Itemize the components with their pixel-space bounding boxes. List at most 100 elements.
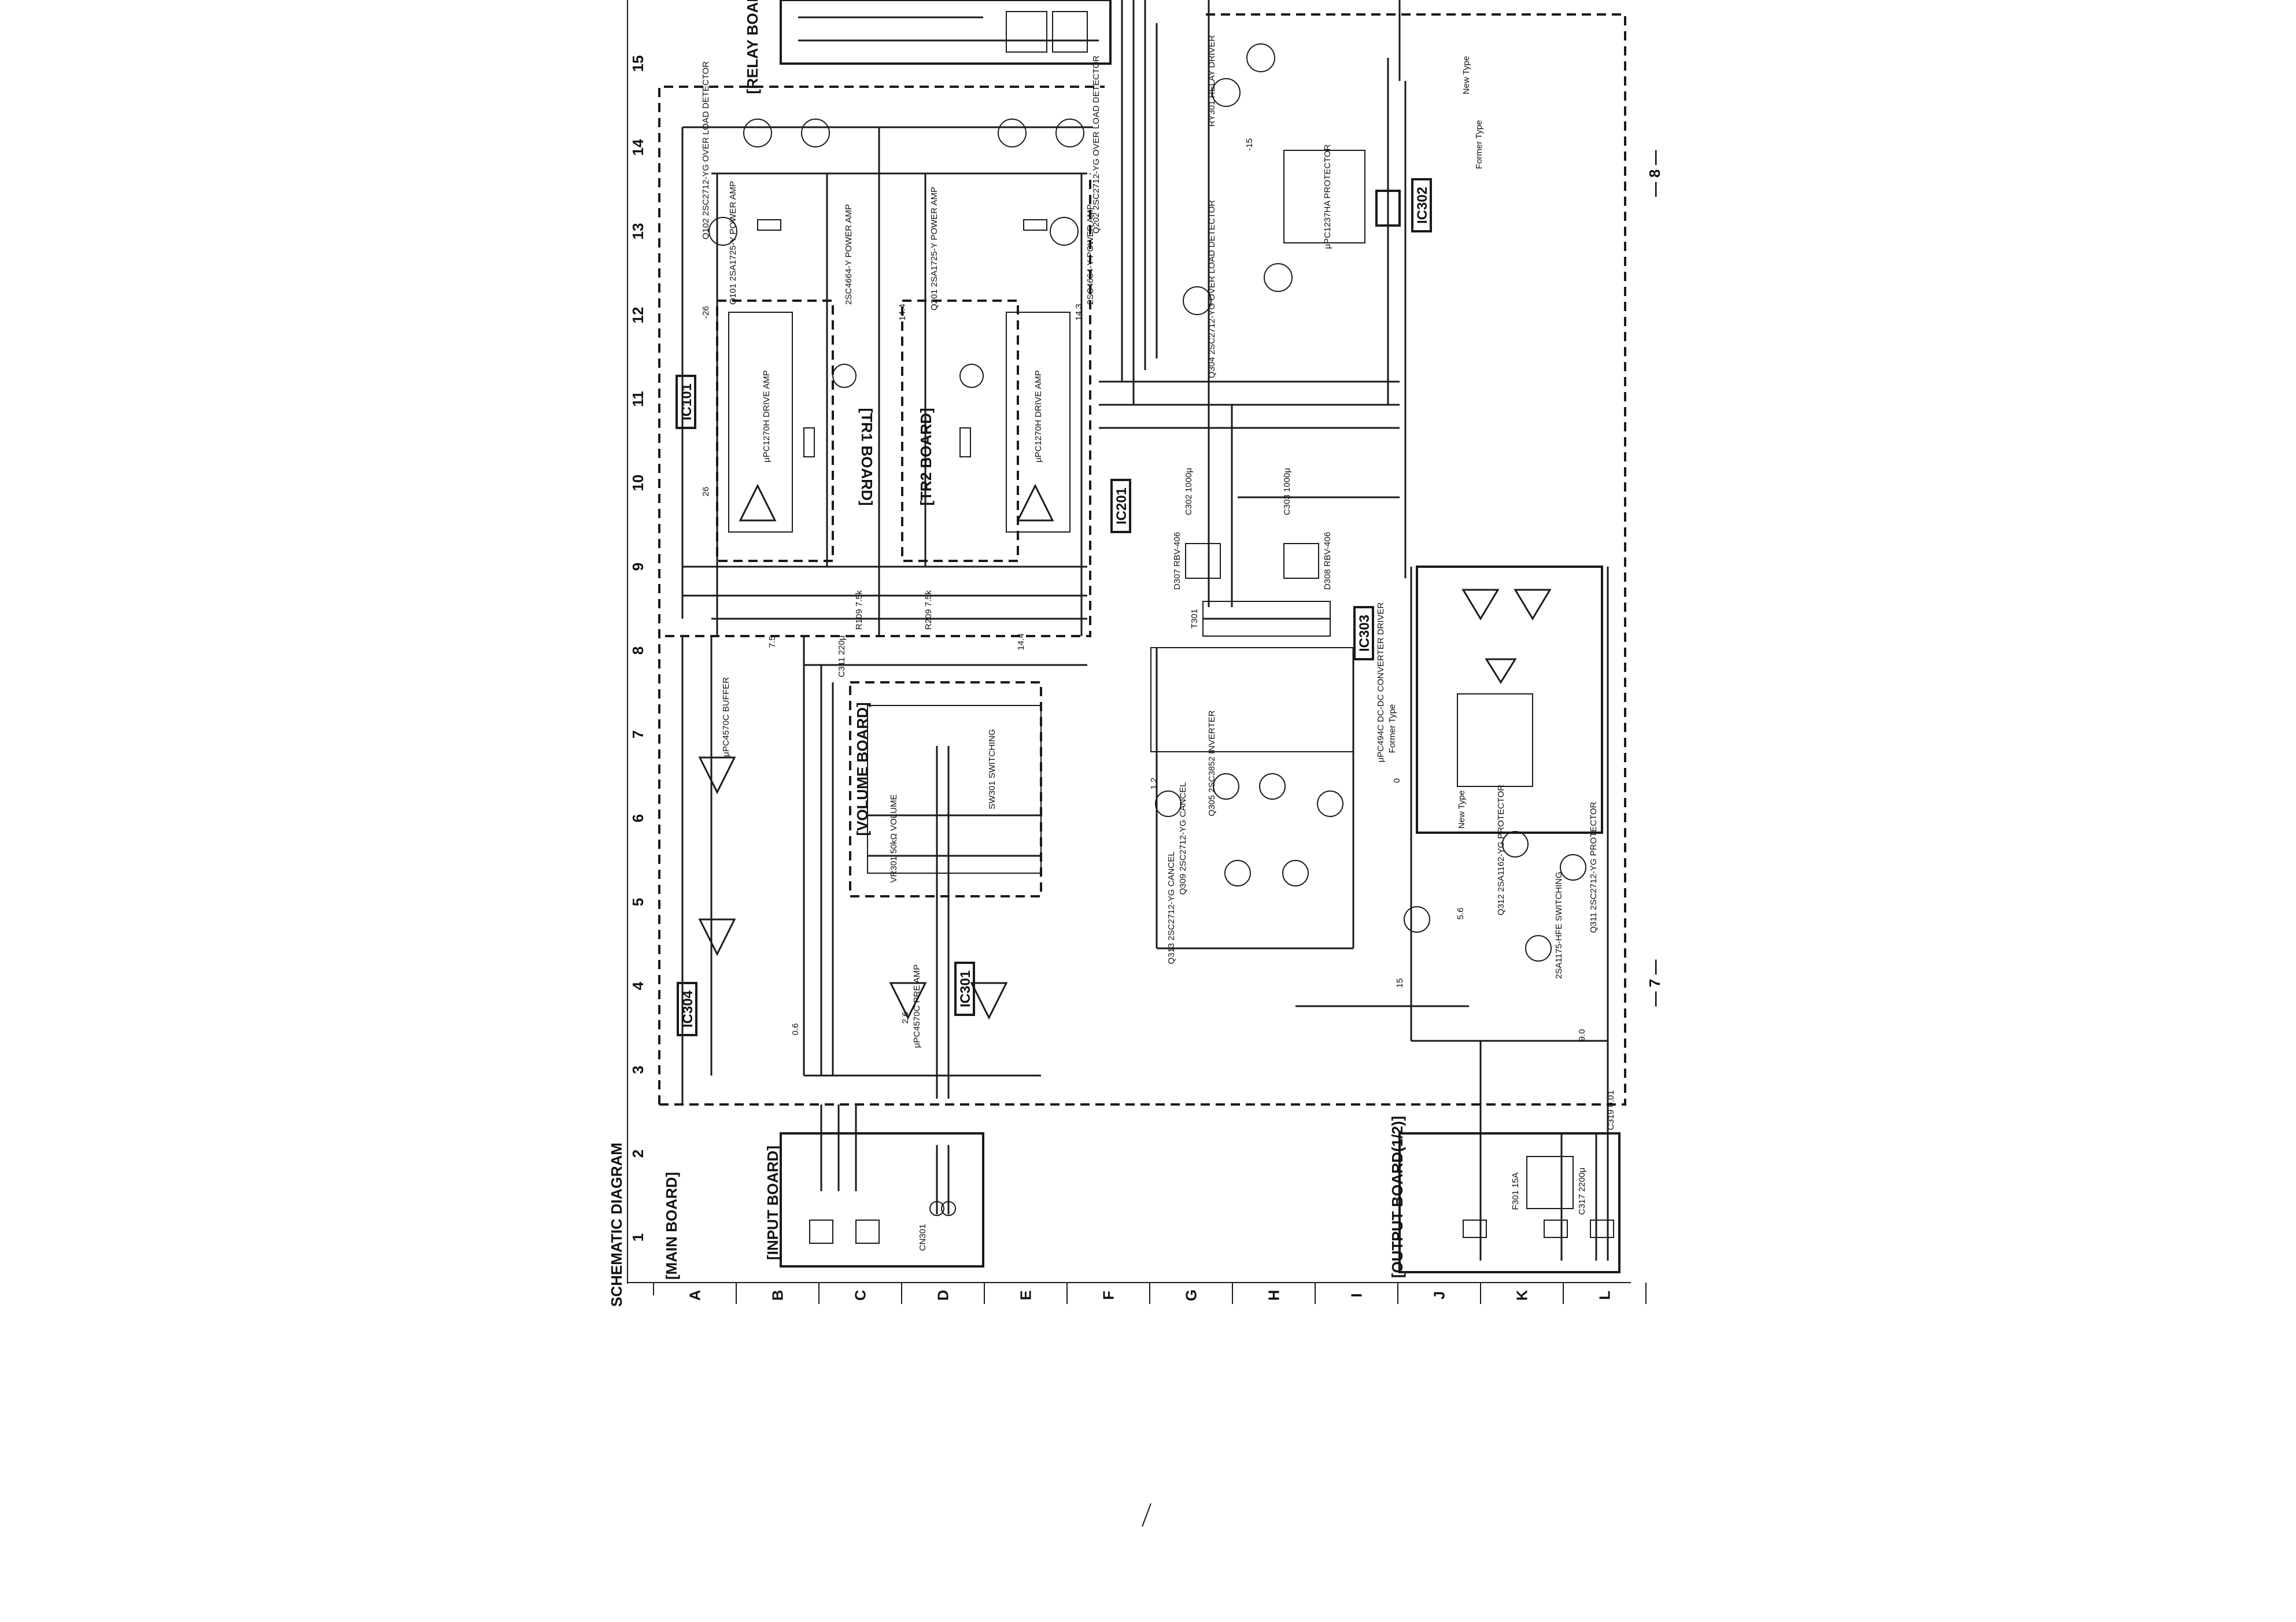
ic302-desc: μPC1237HA PROTECTOR [1323,144,1332,249]
input-board-block [780,1104,984,1268]
voltage-label: 15 [1395,978,1405,988]
relay-board-block [780,0,1112,65]
voltage-label: 14.4 [898,304,907,320]
former-type-note: Former Type [1474,120,1484,169]
column-label: K [1514,1290,1531,1300]
ic301-label: IC301 [958,970,973,1007]
stray-mark [1142,1503,1151,1527]
voltage-label: -15 [1245,138,1254,151]
row-label: 9 [629,563,647,571]
column-label: F [1100,1291,1117,1300]
cn301-label: CN301 [918,1224,928,1251]
voltage-label: 26 [701,487,711,497]
q312-label: Q312 2SA1162-YG PROTECTOR [1496,785,1506,915]
r209-label: R209 7.5k [924,590,933,630]
tr2-board-label: [TR2 BOARD] [917,408,935,506]
q101-label: Q101 2SA1725-Y POWER AMP [728,181,738,305]
voltage-labels: -26 26 14.4 14.3 14.4 7.5 -15 15 9.0 1.2 0 5.6 2.6 0.… [701,138,1587,1041]
voltage-label: -26 [701,306,711,319]
tr1-board-label: [TR1 BOARD] [858,408,876,506]
former-type-note-2: Former Type [1387,704,1397,753]
column-label: D [935,1290,952,1301]
relay-board-label: [RELAY BOARD] [744,0,761,94]
t301-label: T301 [1190,609,1199,629]
power-supply-section [1099,0,1609,1261]
q206-label: 2SC4664-Y POWER AMP [1086,204,1095,305]
q106-label: 2SC4664-Y POWER AMP [844,204,854,305]
vr301-label: VR301 50kΩ VOLUME [889,795,899,883]
c319-label: C319 0.01 [1606,1090,1616,1130]
q202-label: Q202 2SC2712-YG OVER LOAD DETECTOR [1091,56,1101,234]
voltage-label: 14.3 [1074,304,1084,320]
f301-label: F301 15A [1511,1172,1520,1210]
row-label: 2 [629,1150,647,1158]
q305-label: Q305 2SC3852 INVERTER [1207,710,1217,816]
d308-label: D308 RBV-406 [1323,532,1332,590]
ic303-label: IC303 [1357,615,1372,652]
ic303-desc: μPC494C DC-DC CONVERTER DRIVER [1376,602,1386,762]
c302-label: C302 1000μ [1184,468,1194,515]
page-number-7: — 7 — [1646,960,1663,1007]
row-label: 5 [629,898,647,906]
diagram-title: SCHEMATIC DIAGRAM [608,1143,625,1307]
component-labels: Q102 2SC2712-YG OVER LOAD DETECTOR Q202 … [701,35,1616,1251]
relay-driver-label: RY301 RELAY DRIVER [1207,35,1217,127]
q306-label: 2SA1175-HFE SWITCHING [1554,871,1564,979]
row-label: 6 [629,814,647,822]
preamp-section [681,636,1087,1104]
c303-label: C303 1000μ [1282,468,1292,515]
voltage-label: 14.4 [1016,633,1026,650]
row-label: 8 [629,646,647,655]
page-number-8: — 8 — [1646,150,1663,197]
d307-label: D307 RBV-406 [1172,532,1182,590]
voltage-label: 0.6 [791,1024,800,1036]
ic201-label: IC201 [1114,487,1129,524]
main-board-frame [658,13,1626,1106]
voltage-label: 7.5 [767,636,777,648]
column-label: C [852,1290,869,1300]
q102-label: Q102 2SC2712-YG OVER LOAD DETECTOR [701,61,711,239]
ic301-desc: μPC4570C PRE AMP [912,965,922,1048]
row-label: 11 [629,391,647,407]
ic302-label: IC302 [1415,187,1430,224]
new-type-note-2: New Type [1457,790,1467,829]
row-label: 3 [629,1066,647,1074]
new-type-note: New Type [1461,56,1471,94]
row-label: 1 [629,1233,647,1242]
row-label: 12 [629,307,647,324]
q311-label: Q311 2SC2712-YG PROTECTOR [1589,801,1599,933]
column-label: A [686,1290,704,1300]
row-label: 15 [629,56,647,72]
column-label: G [1183,1290,1200,1301]
q313-label: Q313 2SC2712-YG CANCEL [1167,851,1176,964]
volume-board-label: [VOLUME BOARD] [854,702,871,836]
voltage-label: 1.2 [1149,778,1159,790]
row-label: 7 [629,730,647,738]
c317-label: C317 2200μ [1577,1167,1587,1215]
row-label: 4 [629,981,647,990]
q309-label: Q309 2SC2712-YG CANCEL [1178,782,1188,895]
voltage-label: 0 [1392,778,1402,783]
q304-label: Q304 2SC2712-YG OVER LOAD DETECTOR [1207,200,1217,378]
voltage-label: 9.0 [1577,1029,1587,1041]
ic304-desc: μPC4570C BUFFER [721,677,731,757]
q201-label: Q201 2SA1725-Y POWER AMP [929,187,939,311]
ic-labels: IC101 IC201 IC301 IC302 IC303 IC304 [675,178,1432,1036]
input-board-label: [INPUT BOARD] [764,1146,781,1260]
r109-label: R109 7.5k [854,590,864,630]
output-board-block [1398,1132,1621,1273]
column-label: B [769,1290,787,1301]
grid-frame [627,0,1631,1295]
row-label: 14 [629,139,647,156]
column-label: L [1596,1291,1614,1300]
voltage-label: 5.6 [1456,908,1466,920]
row-label: 13 [629,223,647,240]
ic101-desc: μPC1270H DRIVE AMP [762,370,772,463]
column-label: E [1017,1290,1035,1300]
voltage-label: 2.6 [900,1012,910,1024]
output-board-label: [OUTPUT BOARD(1/2)] [1389,1116,1406,1278]
